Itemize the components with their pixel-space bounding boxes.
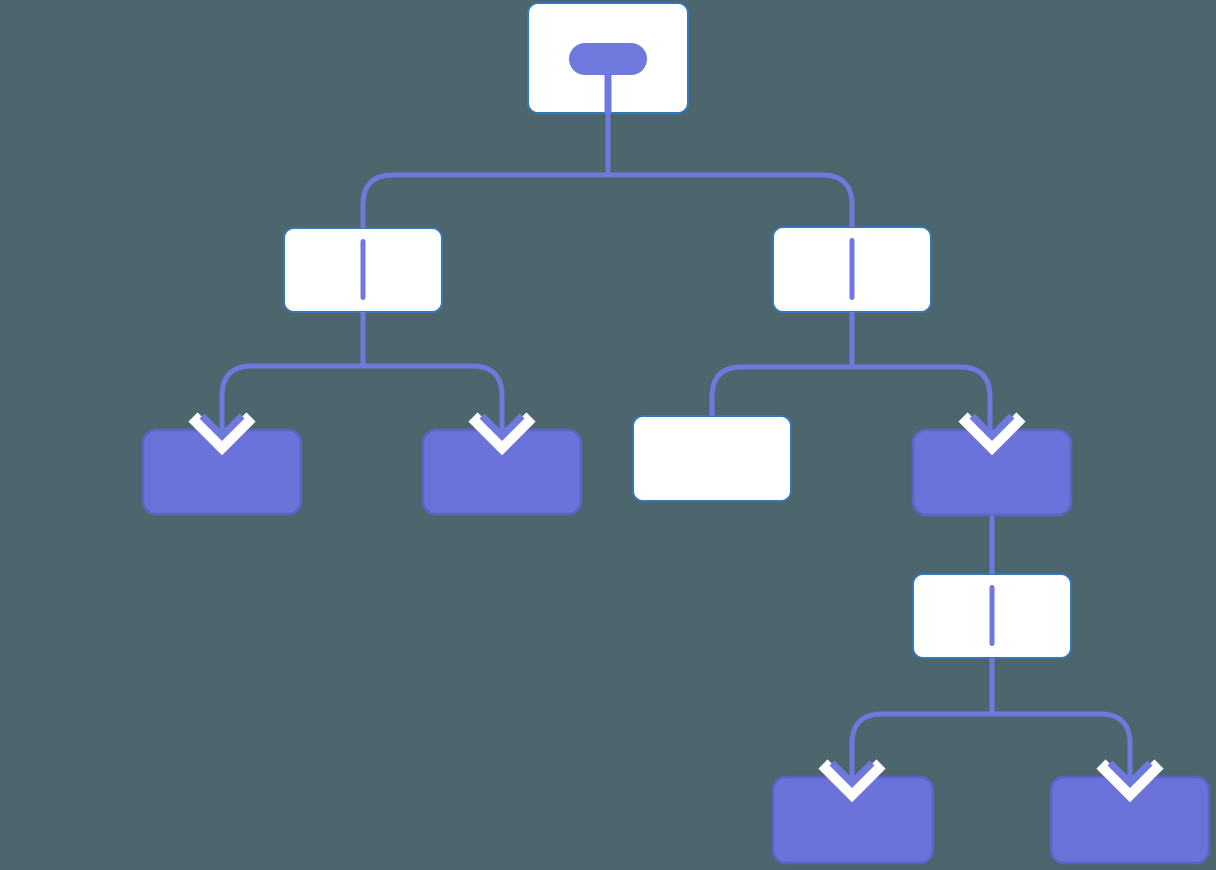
chevron-down-icon [479, 413, 525, 441]
chevron-down-icon [199, 413, 245, 441]
white-chevrons-layer [188, 412, 1164, 803]
chevron-down-icon-white [958, 412, 1026, 456]
root-pill-stem [604, 73, 612, 113]
divider-bar-icon [989, 585, 995, 646]
connectors-layer [219, 113, 1133, 781]
root-pill-icon [569, 43, 647, 75]
divider-bar-icon [360, 239, 366, 300]
connector-line-right-split [709, 364, 993, 434]
chevron-down-icon [829, 760, 875, 788]
divider-bar-icon [849, 238, 855, 300]
node-branch-right[interactable] [772, 226, 932, 313]
node-child-plain[interactable] [632, 415, 792, 502]
node-branch-left[interactable] [283, 227, 443, 313]
connector-line-root-split [360, 172, 855, 228]
connector-line-bottom-split [849, 711, 1133, 781]
chevron-down-icon-white [468, 412, 536, 456]
node-box[interactable] [632, 415, 792, 502]
node-branch-right-2[interactable] [912, 573, 1072, 659]
chevron-down-icon-white [188, 412, 256, 456]
nodes-layer [141, 2, 1211, 865]
connector-line-left-split [219, 363, 505, 434]
chevron-down-icon-white [818, 759, 886, 803]
purple-chevrons-layer [199, 413, 1153, 788]
node-root[interactable] [527, 2, 689, 114]
chevron-down-icon [969, 413, 1015, 441]
chevron-down-icon [1107, 760, 1153, 788]
chevron-down-icon-white [1096, 759, 1164, 803]
